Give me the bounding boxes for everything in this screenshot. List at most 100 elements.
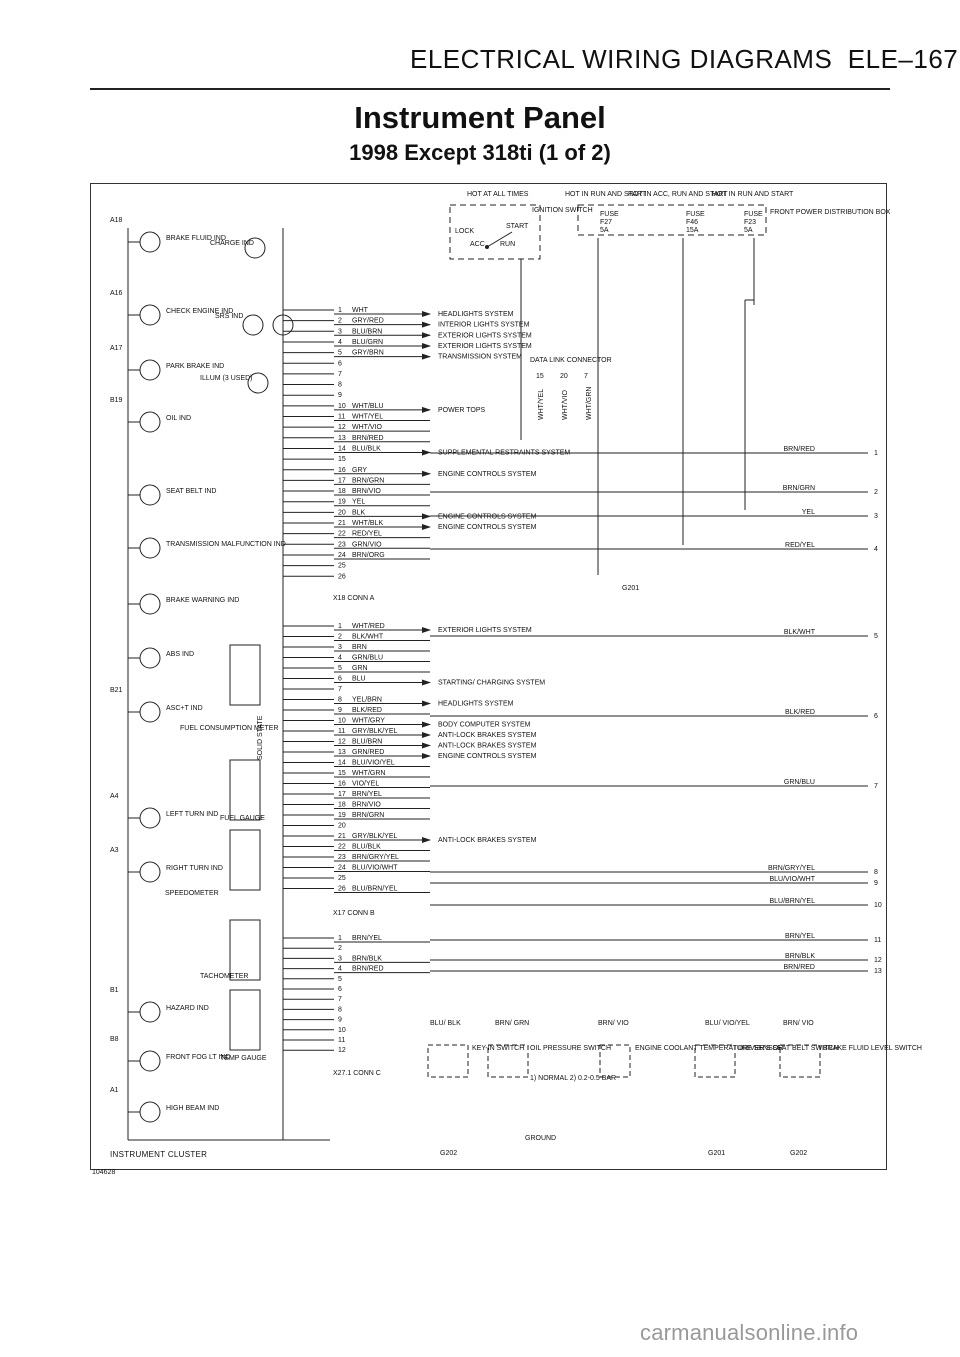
fuse-f46-amp: 15A	[686, 227, 699, 234]
conn-b-pin-21: 21	[338, 833, 346, 840]
src-hot-always: HOT AT ALL TIMES	[467, 191, 529, 198]
indicator-pin-12: B8	[110, 1036, 119, 1043]
ignition-switch-box	[449, 204, 541, 260]
fuse-box-outline	[577, 204, 767, 236]
ignition-blade	[486, 231, 513, 248]
conn-b-wire-3: BRN	[352, 644, 367, 651]
conn-a-arrow-3	[422, 332, 431, 339]
illum-lamp	[247, 372, 269, 394]
indicator-label-7: ABS IND	[166, 651, 194, 658]
conn-b-label: X17 CONN B	[333, 910, 375, 917]
indicator-pin-1: A16	[110, 290, 123, 297]
conn-b-wire-4: GRN/BLU	[352, 655, 383, 662]
coolant-sensor-box	[599, 1044, 631, 1078]
conn-b-wire-10: WHT/GRY	[352, 718, 385, 725]
solid-state-label: SOLID STATE	[257, 715, 264, 760]
oil-pressure-label: OIL PRESSURE SWITCH	[530, 1045, 611, 1052]
output-wire-9: BLU/VIO/WHT	[769, 876, 815, 883]
conn-a-dest-21: ENGINE CONTROLS SYSTEM	[438, 524, 537, 531]
conn-a-arrow-14	[422, 449, 431, 456]
indicator-label-1: CHECK ENGINE IND	[166, 308, 233, 315]
conn-b-wire-11: GRY/BLK/YEL	[352, 728, 398, 735]
conn-a-pin-10: 10	[338, 403, 346, 410]
fuel-consumption-label: FUEL CONSUMPTION METER	[180, 725, 279, 732]
conn-a-wire-5: GRY/BRN	[352, 350, 384, 357]
conn-a-wire-11: WHT/YEL	[352, 414, 383, 421]
indicator-pin-0: A18	[110, 217, 123, 224]
conn-c-pin-12: 12	[338, 1047, 346, 1054]
output-num-10: 10	[874, 902, 882, 909]
conn-b-wire-5: GRN	[352, 665, 368, 672]
conn-b-wire-16: VIO/YEL	[352, 781, 379, 788]
diagram-title: Instrument Panel	[354, 100, 606, 135]
conn-c-wire-4: BRN/RED	[352, 966, 384, 973]
indicator-label-11: HAZARD IND	[166, 1005, 209, 1012]
indicator-label-0: BRAKE FLUID IND	[166, 235, 226, 242]
conn-a-wire-23: GRN/VIO	[352, 541, 382, 548]
conn-c-pin-4: 4	[338, 966, 342, 973]
conn-a-dest-3: EXTERIOR LIGHTS SYSTEM	[438, 332, 532, 339]
conn-a-pin-21: 21	[338, 520, 346, 527]
fuse-f46-name: FUSE	[686, 211, 705, 218]
conn-a-wire-2: GRY/RED	[352, 318, 384, 325]
conn-b-arrow-10	[422, 721, 431, 728]
conn-b-dest-11: ANTI-LOCK BRAKES SYSTEM	[438, 732, 537, 739]
conn-a-pin-11: 11	[338, 414, 345, 421]
conn-a-wire-10: WHT/BLU	[352, 403, 384, 410]
conn-b-wire-9: BLK/RED	[352, 707, 382, 714]
conn-b-pin-19: 19	[338, 812, 346, 819]
conn-c-pin-10: 10	[338, 1027, 346, 1034]
conn-b-pin-14: 14	[338, 760, 346, 767]
conn-b-arrow-12	[422, 742, 431, 749]
diagram-subtitle: 1998 Except 318ti (1 of 2)	[349, 140, 611, 165]
conn-a-pin-22: 22	[338, 531, 346, 538]
indicator-pin-10: A3	[110, 847, 119, 854]
charge-ind-lamp	[244, 237, 266, 259]
fuse-f46-num: F46	[686, 219, 698, 226]
fuel-gauge-label: FUEL GAUGE	[220, 815, 265, 822]
conn-a-pin-5: 5	[338, 350, 342, 357]
src-hot-run: HOT IN RUN AND START	[565, 191, 647, 198]
fuse-f27-amp: 5A	[600, 227, 609, 234]
fuse-f23-amp: 5A	[744, 227, 753, 234]
conn-c-wire-3: BRN/BLK	[352, 955, 382, 962]
key-in-wire: BLU/ BLK	[430, 1020, 461, 1027]
conn-b-pin-16: 16	[338, 781, 346, 788]
conn-c-pin-6: 6	[338, 986, 342, 993]
conn-b-wire-15: WHT/GRN	[352, 770, 385, 777]
oil-pressure-switch-box	[487, 1044, 529, 1078]
conn-b-wire-23: BRN/GRY/YEL	[352, 854, 399, 861]
diagram-frame	[90, 183, 887, 1170]
conn-b-arrow-13	[422, 753, 431, 759]
output-wire-7: GRN/BLU	[784, 779, 815, 786]
conn-b-wire-19: BRN/GRN	[352, 812, 384, 819]
srs-ind-lamp	[242, 314, 264, 336]
conn-a-wire-4: BLU/GRN	[352, 339, 383, 346]
conn-a-pin-6: 6	[338, 360, 342, 367]
conn-a-pin-23: 23	[338, 541, 346, 548]
conn-c-wire-1: BRN/YEL	[352, 935, 382, 942]
cluster-label: INSTRUMENT CLUSTER	[110, 1150, 208, 1159]
indicator-lamp-2	[139, 359, 161, 381]
ign-acc: ACC	[470, 241, 485, 248]
right-side-outputs: BRN/RED1BRN/GRN2YEL3RED/YEL4BLK/WHT5BLK/…	[430, 446, 882, 975]
output-num-7: 7	[874, 783, 878, 790]
ign-run: RUN	[500, 241, 515, 248]
conn-c-pin-7: 7	[338, 996, 342, 1003]
output-wire-4: RED/YEL	[785, 542, 815, 549]
output-wire-3: YEL	[802, 509, 815, 516]
conn-a-wire-18: BRN/VIO	[352, 488, 381, 495]
conn-a-pin-2: 2	[338, 318, 342, 325]
conn-b-arrow-6	[422, 679, 431, 686]
conn-b-dest-8: HEADLIGHTS SYSTEM	[438, 701, 514, 708]
conn-a-pin-19: 19	[338, 499, 346, 506]
conn-b-wire-2: BLK/WHT	[352, 634, 384, 641]
conn-a-dest-1: HEADLIGHTS SYSTEM	[438, 311, 514, 318]
ign-start: START	[506, 223, 529, 230]
indicator-lamp-0	[139, 231, 161, 253]
fuse-f23-name: FUSE	[744, 211, 763, 218]
conn-a-pin-18: 18	[338, 488, 346, 495]
conn-a-wire-14: BLU/BLK	[352, 445, 381, 452]
